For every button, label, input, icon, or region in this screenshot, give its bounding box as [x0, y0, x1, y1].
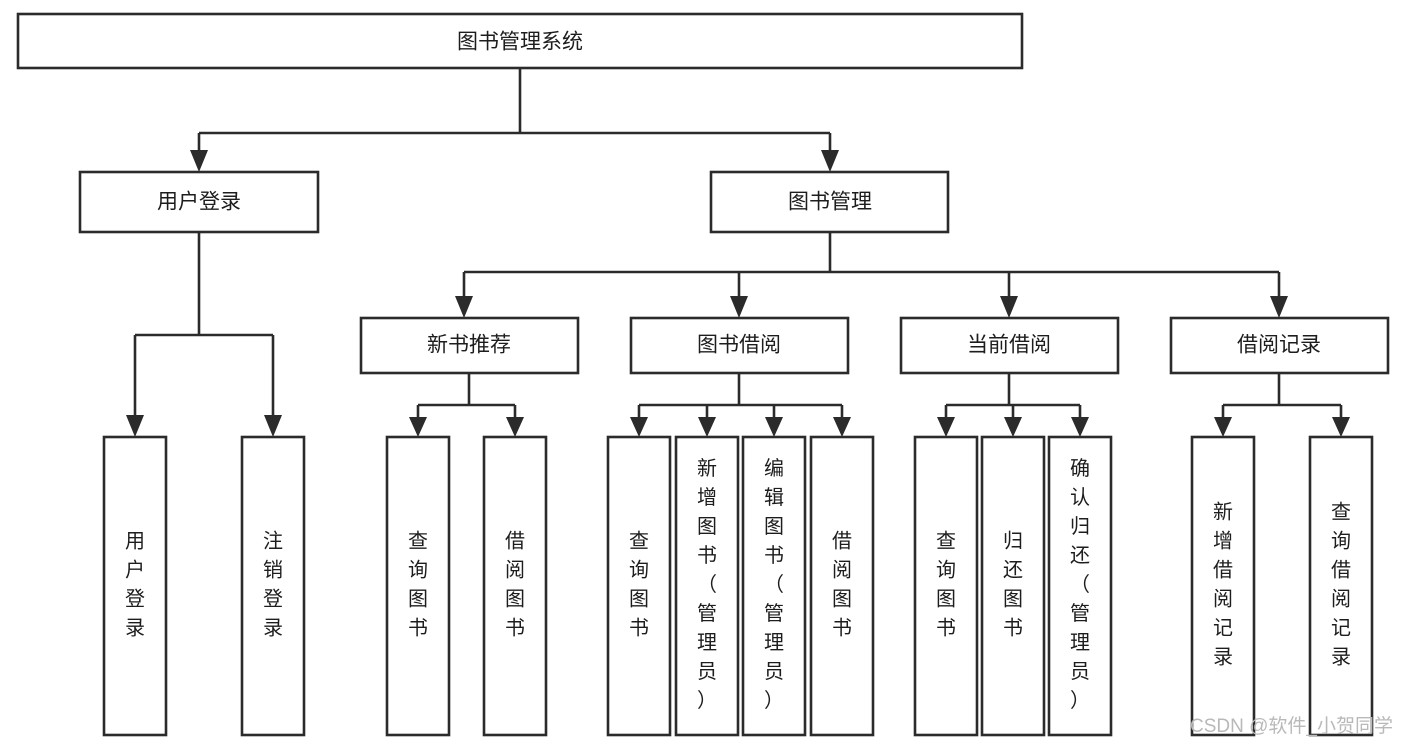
node-borrow-record-box[interactable] [1169, 316, 1390, 375]
node-book-manage-box[interactable] [709, 170, 950, 234]
node-current-borrow-label: 当前借阅 [967, 334, 1051, 357]
csdn-watermark: CSDN @软件_小贺同学 [1190, 715, 1393, 737]
node-leaf-borrow-book-label: 借阅图书 [832, 530, 852, 640]
arrowhead-leaf-query-book-rec [409, 417, 427, 437]
node-leaf-return-book-box[interactable] [980, 435, 1046, 737]
arrowhead-leaf-user-login [126, 415, 144, 437]
node-leaf-borrow-book-rec-box[interactable] [482, 435, 548, 737]
node-leaf-logout-label: 注销登录 [263, 530, 283, 640]
node-leaf-return-book[interactable]: 归还图书 [980, 435, 1046, 737]
node-leaf-query-book-borrow[interactable]: 查询图书 [606, 435, 672, 737]
connector-group-book-manage [455, 232, 1288, 318]
node-leaf-user-login-box[interactable] [102, 435, 168, 737]
arrowhead-book-manage [821, 150, 839, 172]
node-borrow-record-label: 借阅记录 [1237, 334, 1321, 357]
node-root-label: 图书管理系统 [457, 31, 583, 54]
node-leaf-edit-book-box[interactable] [741, 435, 807, 737]
arrowhead-leaf-add-record [1214, 417, 1232, 437]
arrowhead-leaf-add-book [698, 417, 716, 437]
node-leaf-borrow-book-box[interactable] [809, 435, 875, 737]
node-user-login-label: 用户登录 [157, 191, 241, 214]
node-leaf-edit-book[interactable]: 编辑图书（管理员） [741, 435, 807, 737]
node-leaf-add-record-box[interactable] [1190, 435, 1256, 737]
connector-group-book-borrow [630, 373, 851, 437]
node-user-login-box[interactable] [78, 170, 320, 234]
node-leaf-query-book-borrow-box[interactable] [606, 435, 672, 737]
connector-group-borrow-record [1214, 373, 1350, 437]
node-borrow-record[interactable]: 借阅记录 [1169, 316, 1390, 375]
arrowhead-leaf-query-book-borrow [630, 417, 648, 437]
node-leaf-confirm-return-box[interactable] [1047, 435, 1113, 737]
node-leaf-return-book-label: 归还图书 [1003, 530, 1023, 640]
node-leaf-query-record-box[interactable] [1308, 435, 1374, 737]
node-leaf-logout[interactable]: 注销登录 [240, 435, 306, 737]
node-current-borrow-box[interactable] [899, 316, 1120, 375]
connector-group-root [190, 68, 839, 172]
node-new-book-rec-box[interactable] [359, 316, 580, 375]
node-root-box[interactable] [16, 12, 1024, 70]
node-book-borrow-label: 图书借阅 [697, 334, 781, 357]
node-leaf-confirm-return[interactable]: 确认归还（管理员） [1047, 435, 1113, 737]
node-leaf-query-book-borrow-label: 查询图书 [629, 530, 649, 640]
node-leaf-query-record[interactable]: 查询借阅记录 [1308, 435, 1374, 737]
connector-group-user-login [126, 232, 282, 437]
node-leaf-add-book[interactable]: 新增图书（管理员） [674, 435, 740, 737]
node-leaf-add-book-box[interactable] [674, 435, 740, 737]
node-book-borrow[interactable]: 图书借阅 [629, 316, 850, 375]
arrowhead-user-login [190, 150, 208, 172]
node-book-manage-label: 图书管理 [788, 191, 872, 214]
node-leaf-add-record-label: 新增借阅记录 [1213, 501, 1233, 669]
arrowhead-leaf-query-record [1332, 417, 1350, 437]
node-leaf-user-login[interactable]: 用户登录 [102, 435, 168, 737]
arrowhead-leaf-logout [264, 415, 282, 437]
node-user-login[interactable]: 用户登录 [78, 170, 320, 234]
arrowhead-current-borrow [1000, 296, 1018, 318]
node-leaf-borrow-book-rec[interactable]: 借阅图书 [482, 435, 548, 737]
node-current-borrow[interactable]: 当前借阅 [899, 316, 1120, 375]
connector-group-current-borrow [937, 373, 1089, 437]
node-leaf-query-book-current-box[interactable] [913, 435, 979, 737]
arrowhead-book-borrow [730, 296, 748, 318]
node-leaf-borrow-book[interactable]: 借阅图书 [809, 435, 875, 737]
node-leaf-logout-box[interactable] [240, 435, 306, 737]
node-leaf-query-book-current-label: 查询图书 [936, 530, 956, 640]
node-leaf-user-login-label: 用户登录 [125, 531, 145, 640]
node-leaf-add-record[interactable]: 新增借阅记录 [1190, 435, 1256, 737]
node-book-borrow-box[interactable] [629, 316, 850, 375]
node-leaf-add-book-label: 新增图书（管理员） [697, 457, 717, 712]
node-root[interactable]: 图书管理系统 [16, 12, 1024, 70]
node-leaf-query-book-rec[interactable]: 查询图书 [385, 435, 451, 737]
node-leaf-query-book-current[interactable]: 查询图书 [913, 435, 979, 737]
node-leaf-confirm-return-label: 确认归还（管理员） [1070, 457, 1090, 712]
node-leaf-query-book-rec-box[interactable] [385, 435, 451, 737]
node-new-book-rec[interactable]: 新书推荐 [359, 316, 580, 375]
arrowhead-new-book-rec [455, 296, 473, 318]
node-leaf-query-book-rec-label: 查询图书 [408, 530, 428, 640]
arrowhead-borrow-record [1270, 296, 1288, 318]
arrowhead-leaf-query-book-current [937, 417, 955, 437]
arrowhead-leaf-borrow-book [833, 417, 851, 437]
node-leaf-borrow-book-rec-label: 借阅图书 [505, 530, 525, 640]
connector-group-new-book-rec [409, 373, 524, 437]
node-leaf-query-record-label: 查询借阅记录 [1331, 501, 1351, 669]
node-leaf-edit-book-label: 编辑图书（管理员） [764, 457, 784, 712]
node-book-manage[interactable]: 图书管理 [709, 170, 950, 234]
arrowhead-leaf-return-book [1004, 417, 1022, 437]
arrowhead-leaf-confirm-return [1071, 417, 1089, 437]
arrowhead-leaf-edit-book [765, 417, 783, 437]
arrowhead-leaf-borrow-book-rec [506, 417, 524, 437]
node-new-book-rec-label: 新书推荐 [427, 334, 511, 357]
